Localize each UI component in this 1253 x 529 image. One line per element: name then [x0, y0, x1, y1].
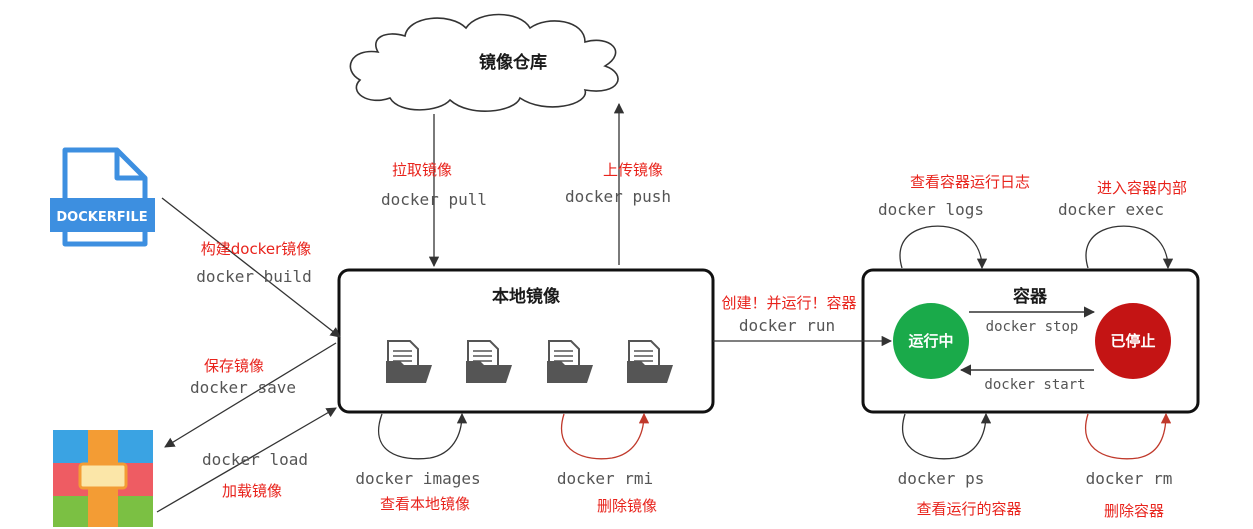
image-file-icon — [386, 340, 432, 383]
ps-loop — [902, 412, 992, 460]
rmi-command: docker rmi — [557, 469, 653, 488]
running-state-circle — [893, 303, 969, 379]
rmi-loop — [561, 412, 650, 460]
stopped-state-circle — [1095, 303, 1171, 379]
build-command: docker build — [196, 267, 312, 286]
local-images-title: 本地镜像 — [492, 286, 561, 307]
image-file-icon — [627, 340, 673, 383]
image-file-icons — [386, 340, 673, 383]
rm-loop — [1085, 412, 1172, 460]
command-labels: 拉取镜像 docker pull 上传镜像 docker push 构建dock… — [190, 161, 1187, 520]
container-box: 容器 运行中 已停止 docker stop docker start — [861, 268, 1200, 414]
image-file-icon — [466, 340, 512, 383]
load-arrow — [156, 407, 337, 513]
ps-command: docker ps — [898, 469, 985, 488]
start-command: docker start — [984, 377, 1085, 393]
logs-command: docker logs — [878, 200, 984, 219]
exec-desc: 进入容器内部 — [1097, 179, 1187, 197]
image-registry-cloud: 镜像仓库 — [349, 13, 619, 112]
images-desc: 查看本地镜像 — [380, 495, 470, 513]
rm-command: docker rm — [1086, 469, 1173, 488]
push-desc: 上传镜像 — [603, 161, 663, 179]
build-desc: 构建docker镜像 — [201, 240, 312, 258]
run-desc: 创建！并运行！容器 — [721, 294, 856, 312]
running-state-label: 运行中 — [908, 332, 953, 350]
local-images-box: 本地镜像 — [337, 268, 715, 414]
load-command: docker load — [202, 450, 308, 469]
build-arrow — [161, 197, 341, 338]
pull-command: docker pull — [381, 190, 487, 209]
ps-desc: 查看运行的容器 — [916, 500, 1021, 518]
arrows — [156, 102, 1174, 513]
save-command: docker save — [190, 378, 296, 397]
images-command: docker images — [355, 469, 480, 488]
dockerfile-icon: DOCKERFILE — [50, 147, 155, 247]
stopped-state-label: 已停止 — [1110, 332, 1155, 350]
image-file-icon — [547, 340, 593, 383]
run-command: docker run — [739, 316, 835, 335]
pull-desc: 拉取镜像 — [392, 161, 452, 179]
images-loop — [377, 412, 468, 460]
rm-desc: 删除容器 — [1104, 502, 1164, 520]
save-desc: 保存镜像 — [204, 357, 264, 375]
save-arrow — [164, 342, 337, 448]
exec-command: docker exec — [1058, 200, 1164, 219]
archive-icon — [53, 430, 153, 527]
logs-desc: 查看容器运行日志 — [910, 173, 1030, 191]
rmi-desc: 删除镜像 — [597, 497, 657, 515]
dockerfile-label: DOCKERFILE — [56, 210, 147, 225]
push-command: docker push — [565, 187, 671, 206]
load-desc: 加载镜像 — [222, 482, 282, 500]
stop-command: docker stop — [986, 319, 1079, 335]
logs-loop — [899, 225, 988, 270]
exec-loop — [1085, 225, 1174, 270]
container-title: 容器 — [1013, 286, 1048, 307]
registry-label: 镜像仓库 — [479, 52, 547, 73]
